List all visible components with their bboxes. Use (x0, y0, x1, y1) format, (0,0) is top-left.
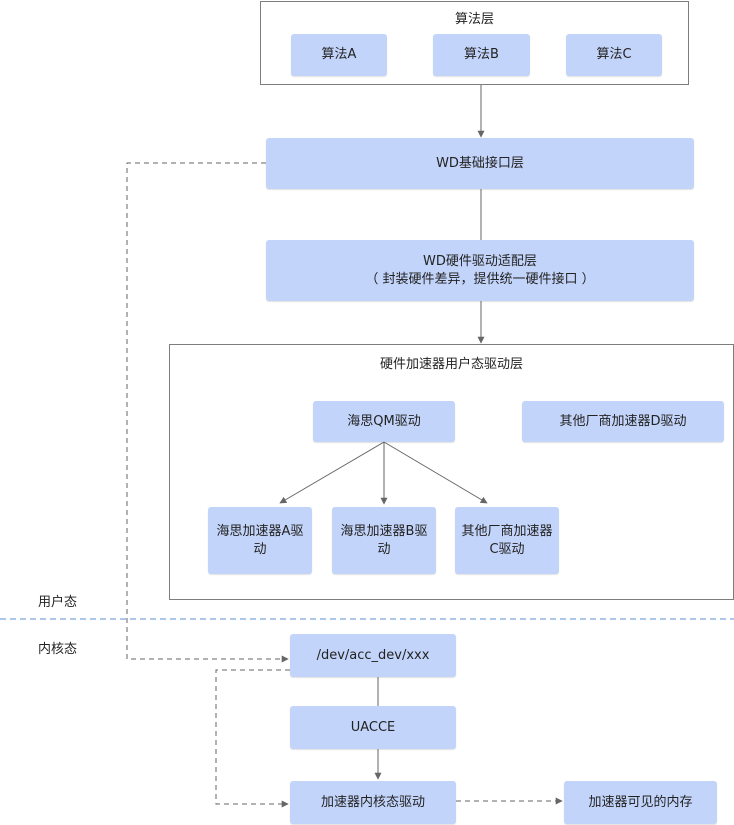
user-driver-layer-title: 硬件加速器用户态驱动层 (379, 357, 523, 372)
hisi-qm-driver-label: 海思QM驱动 (347, 413, 421, 429)
uacce-box: UACCE (290, 706, 456, 749)
arrow-qm-to-accel-a (279, 441, 385, 504)
hisi-accel-b-driver-box: 海思加速器B驱 动 (332, 507, 436, 574)
algorithm-a-box: 算法A (291, 34, 387, 76)
accel-kernel-driver-box: 加速器内核态驱动 (290, 781, 456, 824)
wd-hw-adaptation-layer: WD硬件驱动适配层 （ 封装硬件差异，提供统一硬件接口 ） (266, 240, 694, 301)
algorithm-b-box: 算法B (433, 34, 530, 76)
wd-hw-adaptation-title: WD硬件驱动适配层 (423, 253, 537, 269)
hisi-accel-b-driver-line2: 动 (377, 541, 391, 557)
dev-node-box: /dev/acc_dev/xxx (290, 634, 456, 677)
accel-visible-memory-label: 加速器可见的内存 (588, 794, 693, 810)
other-vendor-d-driver-label: 其他厂商加速器D驱动 (559, 413, 687, 429)
algorithm-b-label: 算法B (464, 47, 499, 62)
algorithm-a-label: 算法A (321, 47, 357, 62)
other-vendor-c-driver-line1: 其他厂商加速器 (461, 523, 553, 539)
user-mode-label: 用户态 (38, 595, 78, 610)
other-vendor-c-driver-line2: C驱动 (489, 541, 525, 557)
hisi-qm-driver-box: 海思QM驱动 (313, 401, 455, 442)
dashed-arrow-wd-base-to-dev-node (126, 162, 289, 663)
other-vendor-c-driver-box: 其他厂商加速器 C驱动 (455, 507, 559, 574)
hisi-accel-a-driver-line2: 动 (253, 541, 267, 557)
wd-hw-adaptation-subtitle: （ 封装硬件差异，提供统一硬件接口 ） (365, 271, 595, 287)
wd-base-interface-layer: WD基础接口层 (266, 138, 694, 189)
accel-kernel-driver-label: 加速器内核态驱动 (320, 794, 425, 810)
algorithm-c-label: 算法C (596, 47, 632, 62)
algorithm-c-box: 算法C (566, 34, 662, 76)
dashed-arrow-dev-node-to-kernel-driver (215, 669, 290, 808)
arrow-qm-to-accel-c (383, 441, 488, 504)
other-vendor-d-driver-box: 其他厂商加速器D驱动 (522, 401, 724, 442)
kernel-mode-label: 内核态 (38, 642, 78, 657)
algorithm-layer-title: 算法层 (454, 12, 494, 27)
hisi-accel-b-driver-line1: 海思加速器B驱 (340, 523, 428, 539)
wd-base-interface-label: WD基础接口层 (436, 155, 524, 171)
uacce-label: UACCE (350, 719, 396, 735)
hisi-accel-a-driver-line1: 海思加速器A驱 (216, 523, 304, 539)
hisi-accel-a-driver-box: 海思加速器A驱 动 (208, 507, 312, 574)
dev-node-label: /dev/acc_dev/xxx (316, 647, 430, 663)
accel-visible-memory-box: 加速器可见的内存 (564, 781, 717, 824)
